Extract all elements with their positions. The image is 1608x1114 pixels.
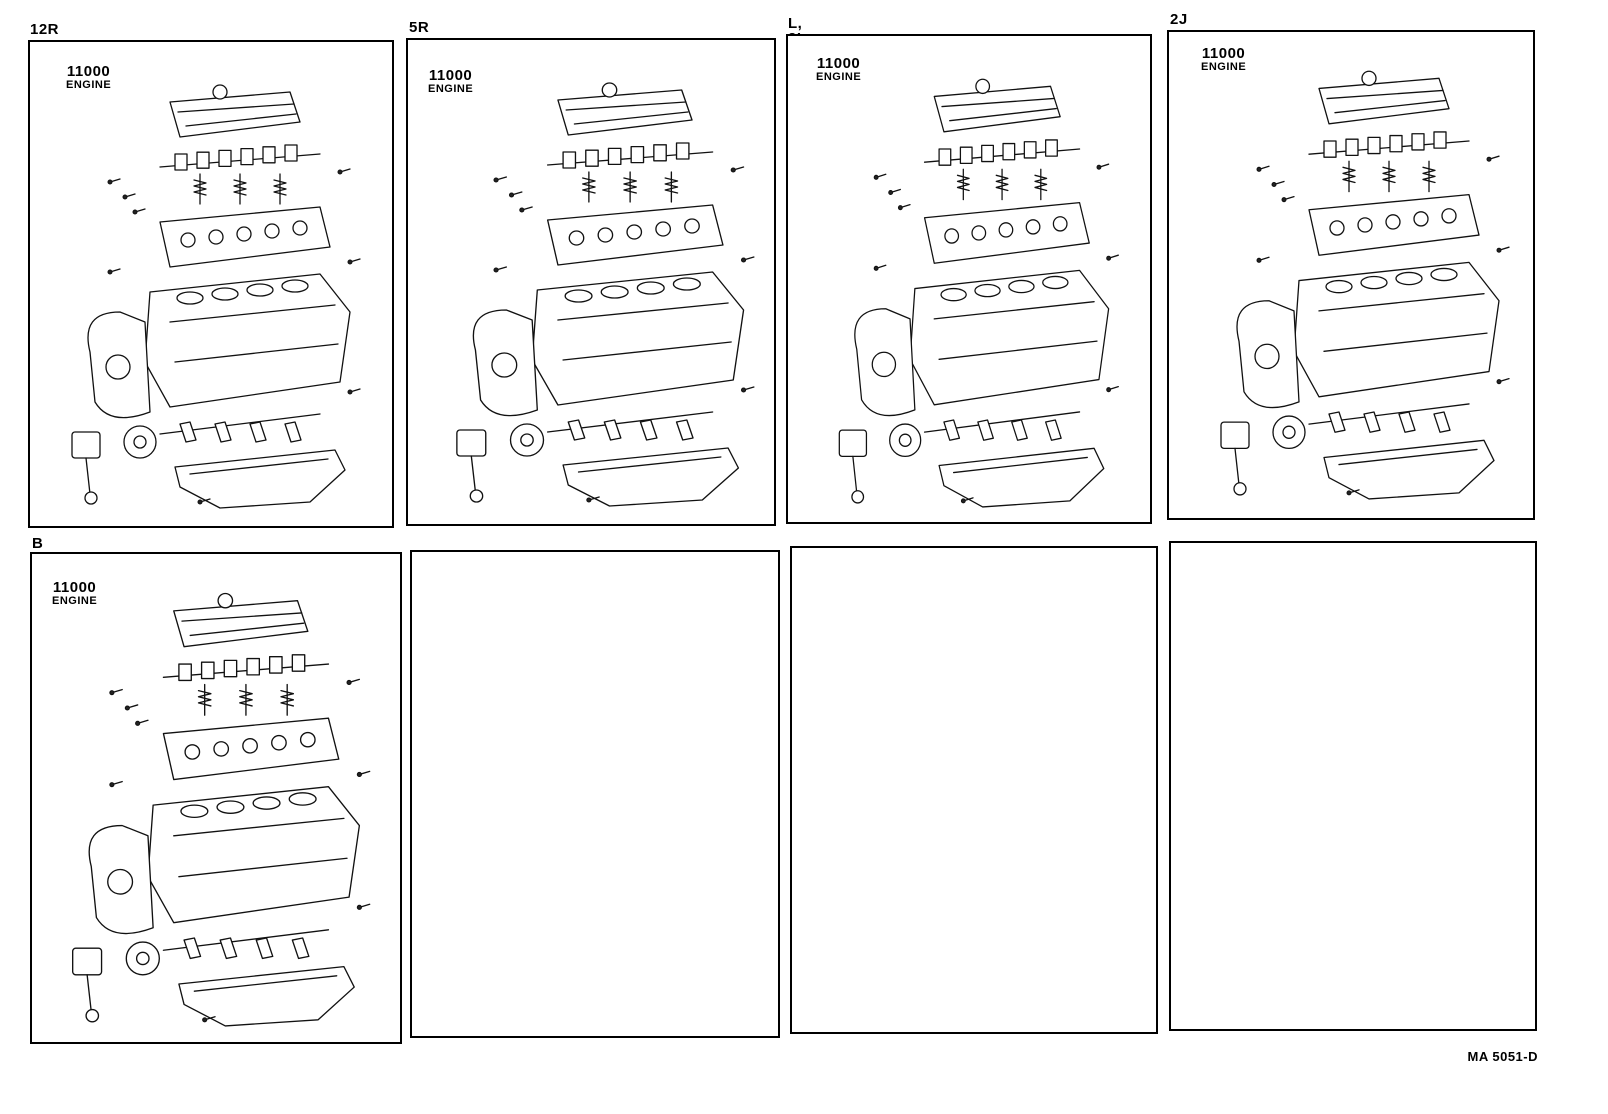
- panel-label: 2J: [1170, 11, 1188, 28]
- exploded-engine-diagram: [818, 56, 1128, 511]
- empty-panel: [1169, 541, 1537, 1031]
- exploded-engine-diagram: [50, 62, 370, 512]
- panel-frame: 11000 ENGINE: [406, 38, 776, 526]
- exploded-engine-diagram: [1193, 48, 1513, 503]
- panel-label: 12R: [30, 21, 60, 38]
- panel-label: B: [32, 535, 44, 552]
- part-code: 11000 ENGINE: [428, 67, 474, 95]
- panel-frame: 11000 ENGINE: [1167, 30, 1535, 520]
- panel-frame: 11000 ENGINE: [28, 40, 394, 528]
- empty-panel: [410, 550, 780, 1038]
- part-code: 11000 ENGINE: [52, 579, 98, 607]
- part-code: 11000 ENGINE: [66, 63, 112, 91]
- exploded-engine-diagram: [428, 60, 758, 510]
- part-code: 11000 ENGINE: [816, 55, 862, 83]
- panel-frame: 11000 ENGINE: [786, 34, 1152, 524]
- reference-number: MA 5051-D: [1467, 1049, 1538, 1064]
- part-code: 11000 ENGINE: [1201, 45, 1247, 73]
- panel-frame: 11000 ENGINE: [30, 552, 402, 1044]
- exploded-engine-diagram: [50, 570, 380, 1030]
- panel-label: 5R: [409, 19, 430, 36]
- empty-panel: [790, 546, 1158, 1034]
